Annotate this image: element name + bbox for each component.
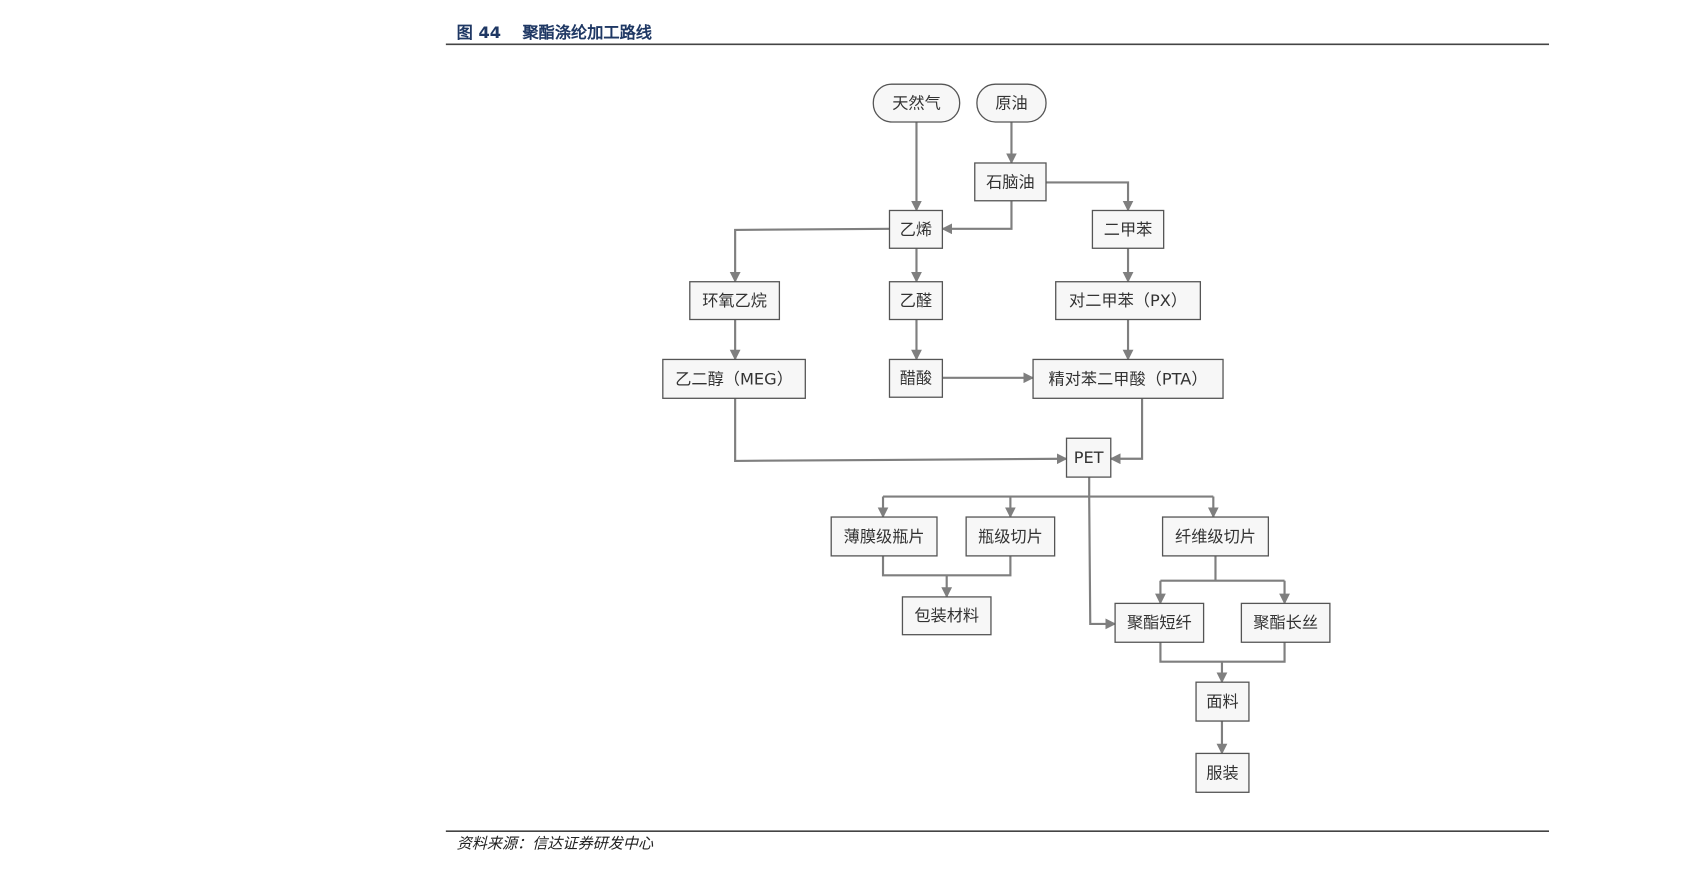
flow-connector (881, 555, 1012, 577)
node-pta: 精对苯二甲酸（PTA） (1032, 358, 1224, 399)
node-label: 纤维级切片 (1175, 527, 1256, 546)
node-label: 瓶级切片 (978, 527, 1043, 546)
node-px: 对二甲苯（PX） (1055, 281, 1202, 321)
node-xylene: 二甲苯 (1091, 209, 1165, 249)
figure-label: 图 44 (457, 23, 501, 42)
node-box (830, 516, 938, 557)
node-box (1195, 681, 1250, 722)
node-box (662, 358, 806, 399)
source-note: 资料来源：信达证券研发中心 (457, 834, 654, 852)
node-box (1195, 752, 1250, 793)
node-label: 薄膜级瓶片 (844, 527, 925, 546)
flow-arrow (729, 227, 890, 283)
node-fabric: 面料 (1195, 681, 1250, 722)
node-box (888, 358, 944, 398)
node-box (974, 162, 1047, 202)
node-ethylene-oxide: 环氧乙烷 (689, 281, 781, 321)
node-acetaldehyde: 乙醛 (888, 281, 944, 321)
node-label: 乙烯 (900, 220, 932, 239)
node-label: 乙二醇（MEG） (675, 369, 793, 388)
node-box (1055, 281, 1202, 321)
node-box (1240, 602, 1331, 643)
node-filament: 聚酯长丝 (1240, 602, 1331, 643)
node-label: 天然气 (892, 93, 941, 112)
node-label: 石脑油 (986, 172, 1035, 191)
node-box (689, 281, 781, 321)
node-label: 精对苯二甲酸（PTA） (1049, 369, 1208, 388)
node-label: 醋酸 (900, 369, 932, 388)
node-box (888, 281, 944, 321)
node-pet: PET (1065, 437, 1112, 478)
node-label: 聚酯长丝 (1253, 613, 1318, 632)
node-crude-oil: 原油 (976, 83, 1047, 123)
flow-arrow (734, 398, 1068, 465)
node-ethylene: 乙烯 (888, 209, 944, 249)
node-fiber-chip: 纤维级切片 (1161, 516, 1270, 557)
flow-arrow (1046, 181, 1134, 212)
flow-connector (1159, 642, 1286, 663)
node-label: 服装 (1206, 763, 1238, 782)
node-natural-gas: 天然气 (872, 83, 961, 123)
flow-arrow (941, 200, 1013, 235)
node-film-bottle-chip: 薄膜级瓶片 (830, 516, 938, 557)
flow-arrow (1109, 398, 1144, 465)
node-apparel: 服装 (1195, 752, 1250, 793)
node-label: 环氧乙烷 (702, 291, 767, 310)
node-box (872, 83, 961, 123)
node-meg: 乙二醇（MEG） (662, 358, 806, 399)
node-label: 二甲苯 (1104, 220, 1153, 239)
node-box (1114, 602, 1205, 643)
node-staple-fiber: 聚酯短纤 (1114, 602, 1205, 643)
node-label: 面料 (1206, 692, 1238, 711)
node-label: PET (1074, 448, 1104, 467)
node-box (1032, 358, 1224, 399)
node-box (901, 596, 992, 636)
node-label: 乙醛 (900, 291, 932, 310)
node-acetic-acid: 醋酸 (888, 358, 944, 398)
node-naphtha: 石脑油 (974, 162, 1047, 202)
node-box (1065, 437, 1112, 478)
node-box (976, 83, 1047, 123)
node-bottle-chip: 瓶级切片 (965, 516, 1056, 557)
node-label: 原油 (995, 93, 1027, 112)
node-label: 聚酯短纤 (1127, 613, 1192, 632)
flow-arrow (1088, 496, 1117, 630)
node-box (1091, 209, 1165, 249)
node-label: 包装材料 (914, 606, 979, 625)
node-box (888, 209, 944, 249)
node-packaging: 包装材料 (901, 596, 992, 636)
node-box (1161, 516, 1270, 557)
node-label: 对二甲苯（PX） (1069, 291, 1187, 310)
node-box (965, 516, 1056, 557)
figure-title: 聚酯涤纶加工路线 (521, 23, 652, 42)
